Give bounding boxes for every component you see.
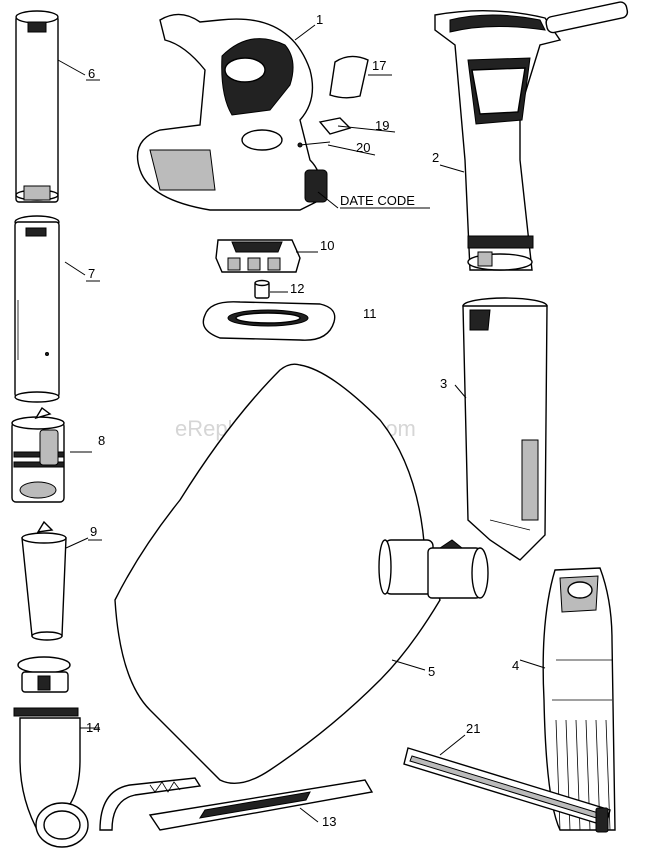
label-3: 3 — [440, 376, 447, 391]
part-7-lower-tube — [14, 215, 60, 403]
label-6: 6 — [88, 66, 95, 81]
part-9-nozzle — [21, 520, 67, 641]
part-20-screw — [297, 141, 331, 148]
part-10-impeller — [215, 239, 301, 273]
label-9: 9 — [90, 524, 97, 539]
part-1-motor-housing — [136, 13, 328, 211]
part-21-support-bar — [403, 747, 611, 833]
label-10: 10 — [320, 238, 334, 253]
part-5-collection-bag — [114, 363, 489, 784]
part-12-nut — [254, 279, 270, 299]
label-21: 21 — [466, 721, 480, 736]
label-1: 1 — [316, 12, 323, 27]
label-12: 12 — [290, 281, 304, 296]
part-6-upper-tube — [15, 10, 59, 203]
label-20: 20 — [356, 140, 370, 155]
date-code-label: DATE CODE — [340, 193, 415, 208]
label-5: 5 — [428, 664, 435, 679]
part-13-shoulder-strap — [99, 777, 374, 831]
part-19-switch — [318, 117, 352, 135]
label-11: 11 — [363, 306, 377, 321]
label-4: 4 — [512, 658, 519, 673]
part-2-blower-tube — [434, 1, 629, 271]
part-8-coupler — [11, 406, 65, 503]
label-2: 2 — [432, 150, 439, 165]
label-17: 17 — [372, 58, 386, 73]
part-3-lower-tube — [462, 297, 548, 561]
label-14: 14 — [86, 720, 100, 735]
label-8: 8 — [98, 433, 105, 448]
label-7: 7 — [88, 266, 95, 281]
part-14-elbow — [13, 656, 89, 848]
part-4-bag-liner — [542, 567, 616, 831]
part-11-base-plate — [202, 301, 336, 341]
label-19: 19 — [375, 118, 389, 133]
part-17-cap — [329, 55, 369, 99]
label-13: 13 — [322, 814, 336, 829]
